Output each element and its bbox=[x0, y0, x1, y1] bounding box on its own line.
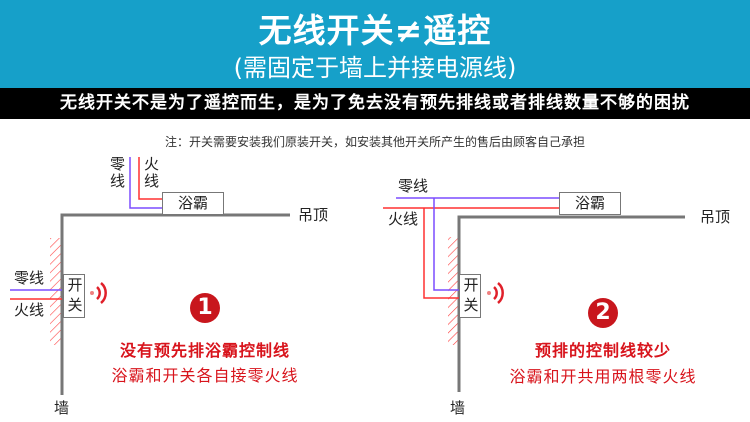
neutral-wire bbox=[433, 198, 459, 291]
switch-box: 开关 bbox=[459, 274, 481, 318]
bath-heater-box: 浴霸 bbox=[162, 192, 224, 215]
ceiling-label: 吊顶 bbox=[298, 206, 329, 224]
step-number-2: 2 bbox=[588, 298, 618, 328]
live-label: 火线 bbox=[14, 301, 45, 319]
live-wire bbox=[423, 208, 459, 299]
ceiling-wall-line bbox=[60, 213, 290, 395]
banner: 无线开关不是为了遥控而生，是为了免去没有预先排线或者排线数量不够的困扰 bbox=[0, 88, 750, 119]
note: 注：开关需要安装我们原装开关，如安装其他开关所产生的售后由顾客自己承担 bbox=[164, 135, 585, 149]
wall-hatch bbox=[50, 238, 62, 345]
live-label: 火线 bbox=[388, 210, 419, 228]
wall-label: 墙 bbox=[54, 399, 70, 417]
diagram1-title: 没有预先排浴霸控制线 bbox=[119, 341, 290, 360]
neutral-label: 零线 bbox=[398, 177, 429, 195]
diagram2-title: 预排的控制线较少 bbox=[534, 341, 671, 360]
wireless-signal-icon bbox=[487, 282, 504, 304]
diagram2-desc: 浴霸和开共用两根零火线 bbox=[509, 367, 697, 386]
ceiling-label: 吊顶 bbox=[700, 208, 731, 226]
neutral-label: 零线 bbox=[14, 269, 45, 287]
wireless-signal-icon bbox=[90, 282, 107, 304]
neutral-wire bbox=[129, 157, 162, 209]
step-number-1: 1 bbox=[190, 293, 220, 323]
bath-heater-box: 浴霸 bbox=[559, 192, 621, 215]
header: 无线开关≠遥控 (需固定于墙上并接电源线) bbox=[0, 0, 750, 88]
live-label: 火线 bbox=[144, 155, 160, 190]
ceiling-wall-line bbox=[457, 215, 685, 392]
neutral-label: 零线 bbox=[110, 155, 126, 190]
page-subtitle: (需固定于墙上并接电源线) bbox=[233, 54, 517, 82]
diagram1-desc: 浴霸和开关各自接零火线 bbox=[111, 366, 299, 385]
switch-box: 开关 bbox=[63, 274, 85, 318]
page-title: 无线开关≠遥控 bbox=[258, 11, 492, 50]
live-wire bbox=[138, 157, 162, 200]
wall-label: 墙 bbox=[450, 399, 466, 417]
wall-hatch bbox=[448, 237, 459, 345]
